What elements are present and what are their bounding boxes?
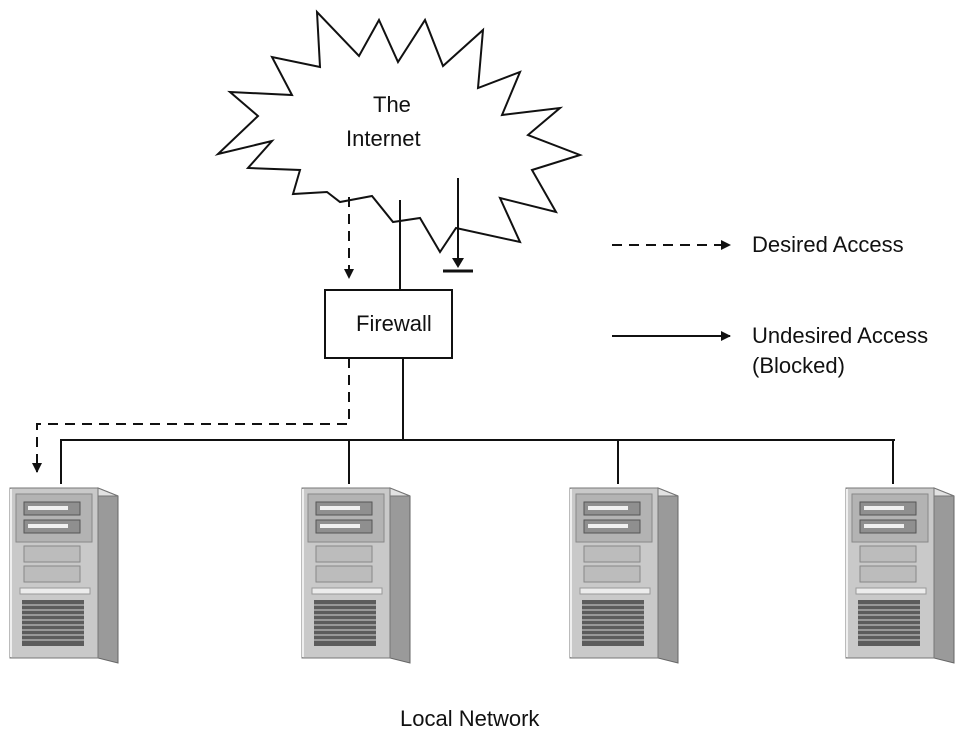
legend-undesired-label: Undesired Access bbox=[752, 323, 929, 348]
server-1 bbox=[9, 487, 119, 664]
server-2 bbox=[301, 487, 411, 664]
firewall-box bbox=[324, 289, 453, 359]
network-label: Local Network bbox=[400, 706, 540, 731]
legend-undesired-note: (Blocked) bbox=[752, 353, 845, 378]
server-3 bbox=[569, 487, 679, 664]
internet-label-line2: Internet bbox=[346, 126, 421, 151]
desired-link-out bbox=[32, 358, 350, 473]
legend-desired-label: Desired Access bbox=[752, 232, 904, 257]
internet-label-line1: The bbox=[373, 92, 411, 117]
firewall-label: Firewall bbox=[356, 311, 432, 336]
internet-cloud bbox=[214, 9, 584, 254]
server-4 bbox=[845, 487, 955, 664]
